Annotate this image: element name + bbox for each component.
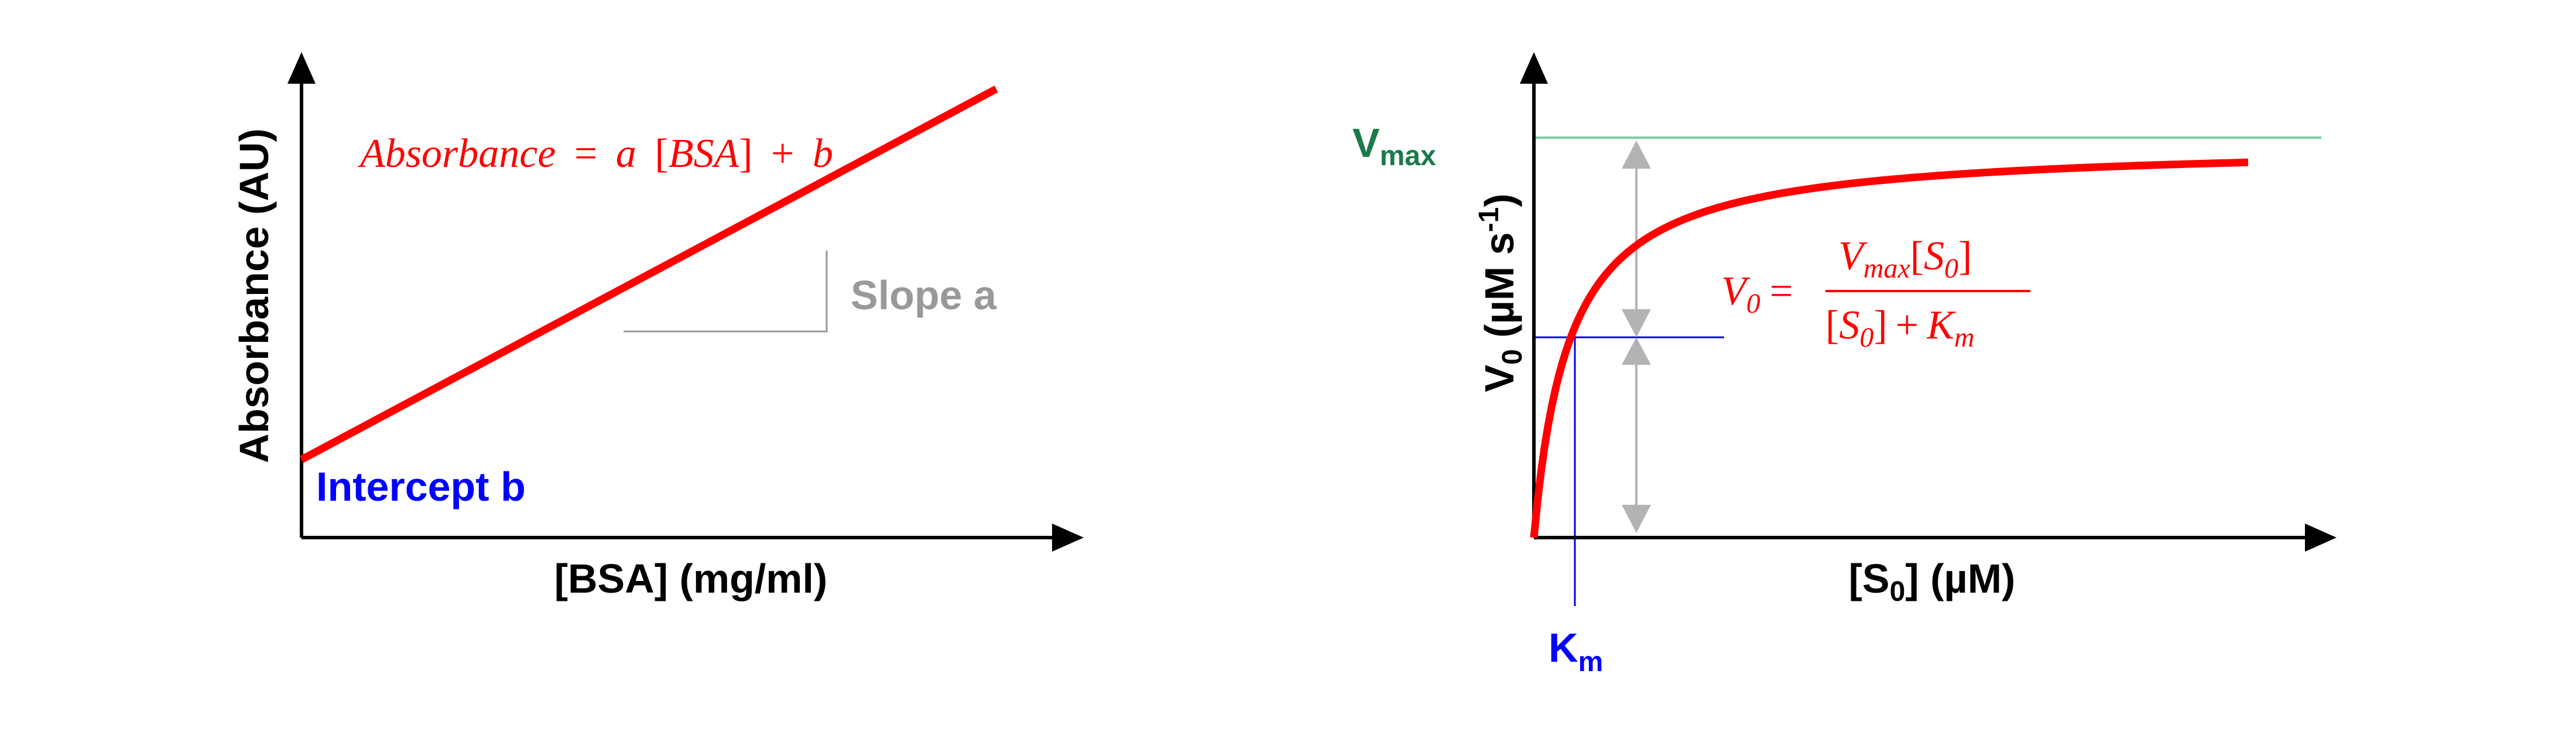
- left-panel: Absorbance (AU) [BSA] (mg/ml) Slope a In…: [231, 52, 1084, 601]
- km-label: Km: [1549, 625, 1603, 678]
- svg-text:Vmax[S0]: Vmax[S0]: [1838, 234, 1972, 284]
- left-y-axis-title: Absorbance (AU): [231, 128, 277, 463]
- slope-label: Slope a: [851, 272, 997, 318]
- linear-fit-line: [299, 85, 998, 463]
- michaelis-menten-equation: V0= Vmax[S0] [S0]+Km: [1721, 234, 2030, 353]
- lower-half-arrow: [1622, 337, 1651, 533]
- right-y-axis-title: V0 (µM s-1): [1474, 193, 1528, 392]
- right-panel: Vmax Km V0 (µM s-1) [S0] (µM) V0= Vmax[S…: [1352, 52, 2337, 678]
- vmax-label: Vmax: [1352, 120, 1436, 172]
- linear-equation: Absorbance = a [BSA] + b: [358, 131, 833, 176]
- michaelis-menten-curve: [1530, 158, 2249, 538]
- left-x-axis-title: [BSA] (mg/ml): [554, 556, 828, 601]
- svg-text:[S0]+Km: [S0]+Km: [1825, 303, 1974, 353]
- slope-triangle: [624, 251, 828, 333]
- upper-half-arrow: [1622, 141, 1651, 337]
- intercept-label: Intercept b: [316, 464, 526, 509]
- right-x-axis-title: [S0] (µM): [1849, 556, 2016, 607]
- svg-text:V0=: V0=: [1721, 269, 1793, 319]
